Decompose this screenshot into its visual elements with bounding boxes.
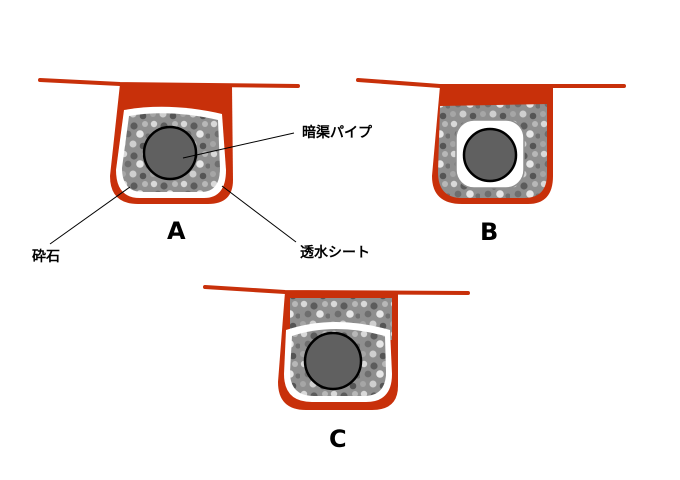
pipe-leader-line (182, 132, 295, 159)
gravel-label: 砕石 (32, 249, 60, 265)
pipe-label: 暗渠パイプ (302, 125, 372, 141)
panel-c (203, 285, 470, 410)
panel-a (38, 78, 300, 204)
panel-b-ground-line (356, 78, 626, 88)
panel-b-drain-pipe (462, 127, 518, 183)
panel-a-drain-pipe (142, 125, 198, 181)
panel-c-drain-pipe (303, 331, 363, 391)
panel-b-letter: B (480, 218, 499, 246)
panel-a-letter: A (167, 217, 186, 245)
sheet-leader-line (221, 185, 297, 243)
sheet-label: 透水シート (300, 245, 370, 261)
gravel-leader-line (49, 186, 131, 245)
panel-c-letter: C (329, 425, 347, 453)
panel-b (356, 78, 626, 204)
